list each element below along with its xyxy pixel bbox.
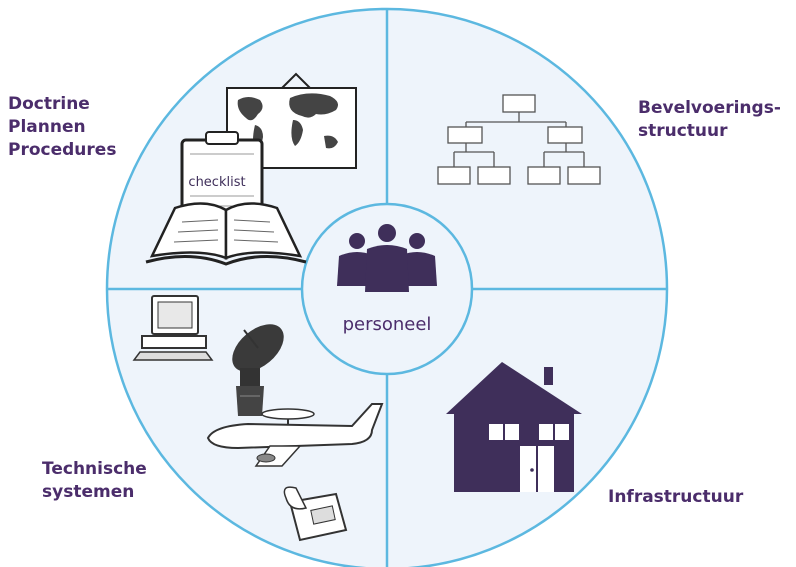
people-icon <box>337 224 437 292</box>
checklist-label: checklist <box>188 175 245 190</box>
satellite-dish-icon <box>232 324 284 416</box>
label-command-structure: Bevelvoerings- structuur <box>638 97 781 143</box>
label-infrastructure: Infrastructuur <box>608 486 743 509</box>
label-technical-line-1: Technische <box>42 459 147 479</box>
label-doctrine-line-3: Procedures <box>8 140 117 160</box>
open-book-icon <box>145 202 307 266</box>
world-map-icon <box>226 72 357 169</box>
label-doctrine: Doctrine Plannen Procedures <box>8 93 116 162</box>
label-command-line-1: Bevelvoerings- <box>638 98 781 118</box>
center-label: personeel <box>343 314 432 335</box>
fax-machine-icon <box>283 486 348 542</box>
airplane-icon <box>206 403 384 467</box>
clipboard-icon <box>180 131 264 220</box>
label-technical-line-2: systemen <box>42 482 135 502</box>
computer-icon <box>132 295 214 361</box>
label-command-line-2: structuur <box>638 121 728 141</box>
label-infrastructure-line-1: Infrastructuur <box>608 487 744 507</box>
label-technical-systems: Technische systemen <box>42 458 147 504</box>
org-chart-icon <box>437 94 601 185</box>
label-doctrine-line-2: Plannen <box>8 117 86 137</box>
house-icon <box>446 362 582 492</box>
label-doctrine-line-1: Doctrine <box>8 94 90 114</box>
